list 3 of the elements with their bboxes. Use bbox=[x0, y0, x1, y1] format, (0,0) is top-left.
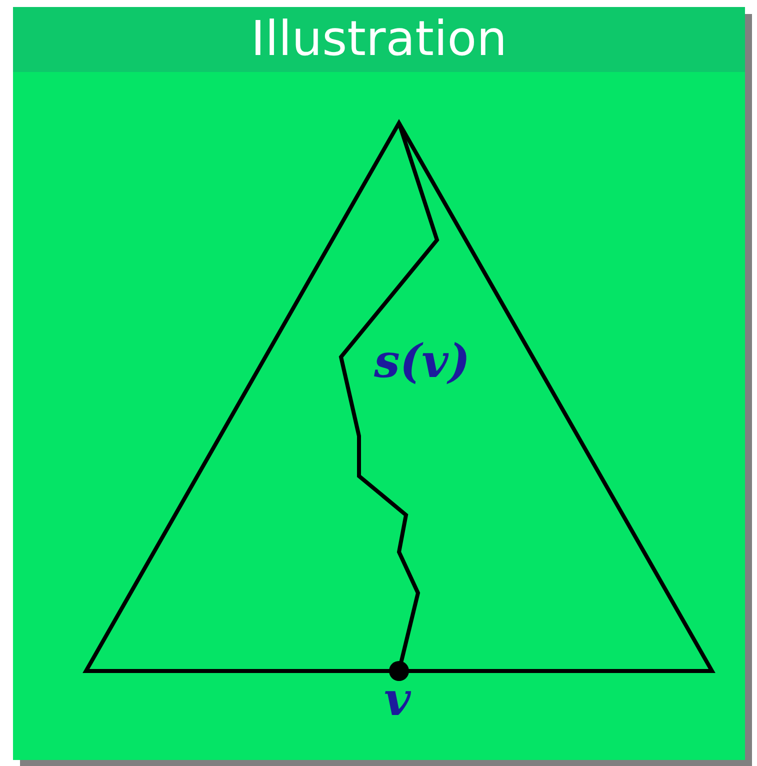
math-label: s(v) bbox=[374, 336, 470, 386]
title-text: Illustration bbox=[250, 13, 508, 65]
math-label: v bbox=[384, 674, 411, 724]
